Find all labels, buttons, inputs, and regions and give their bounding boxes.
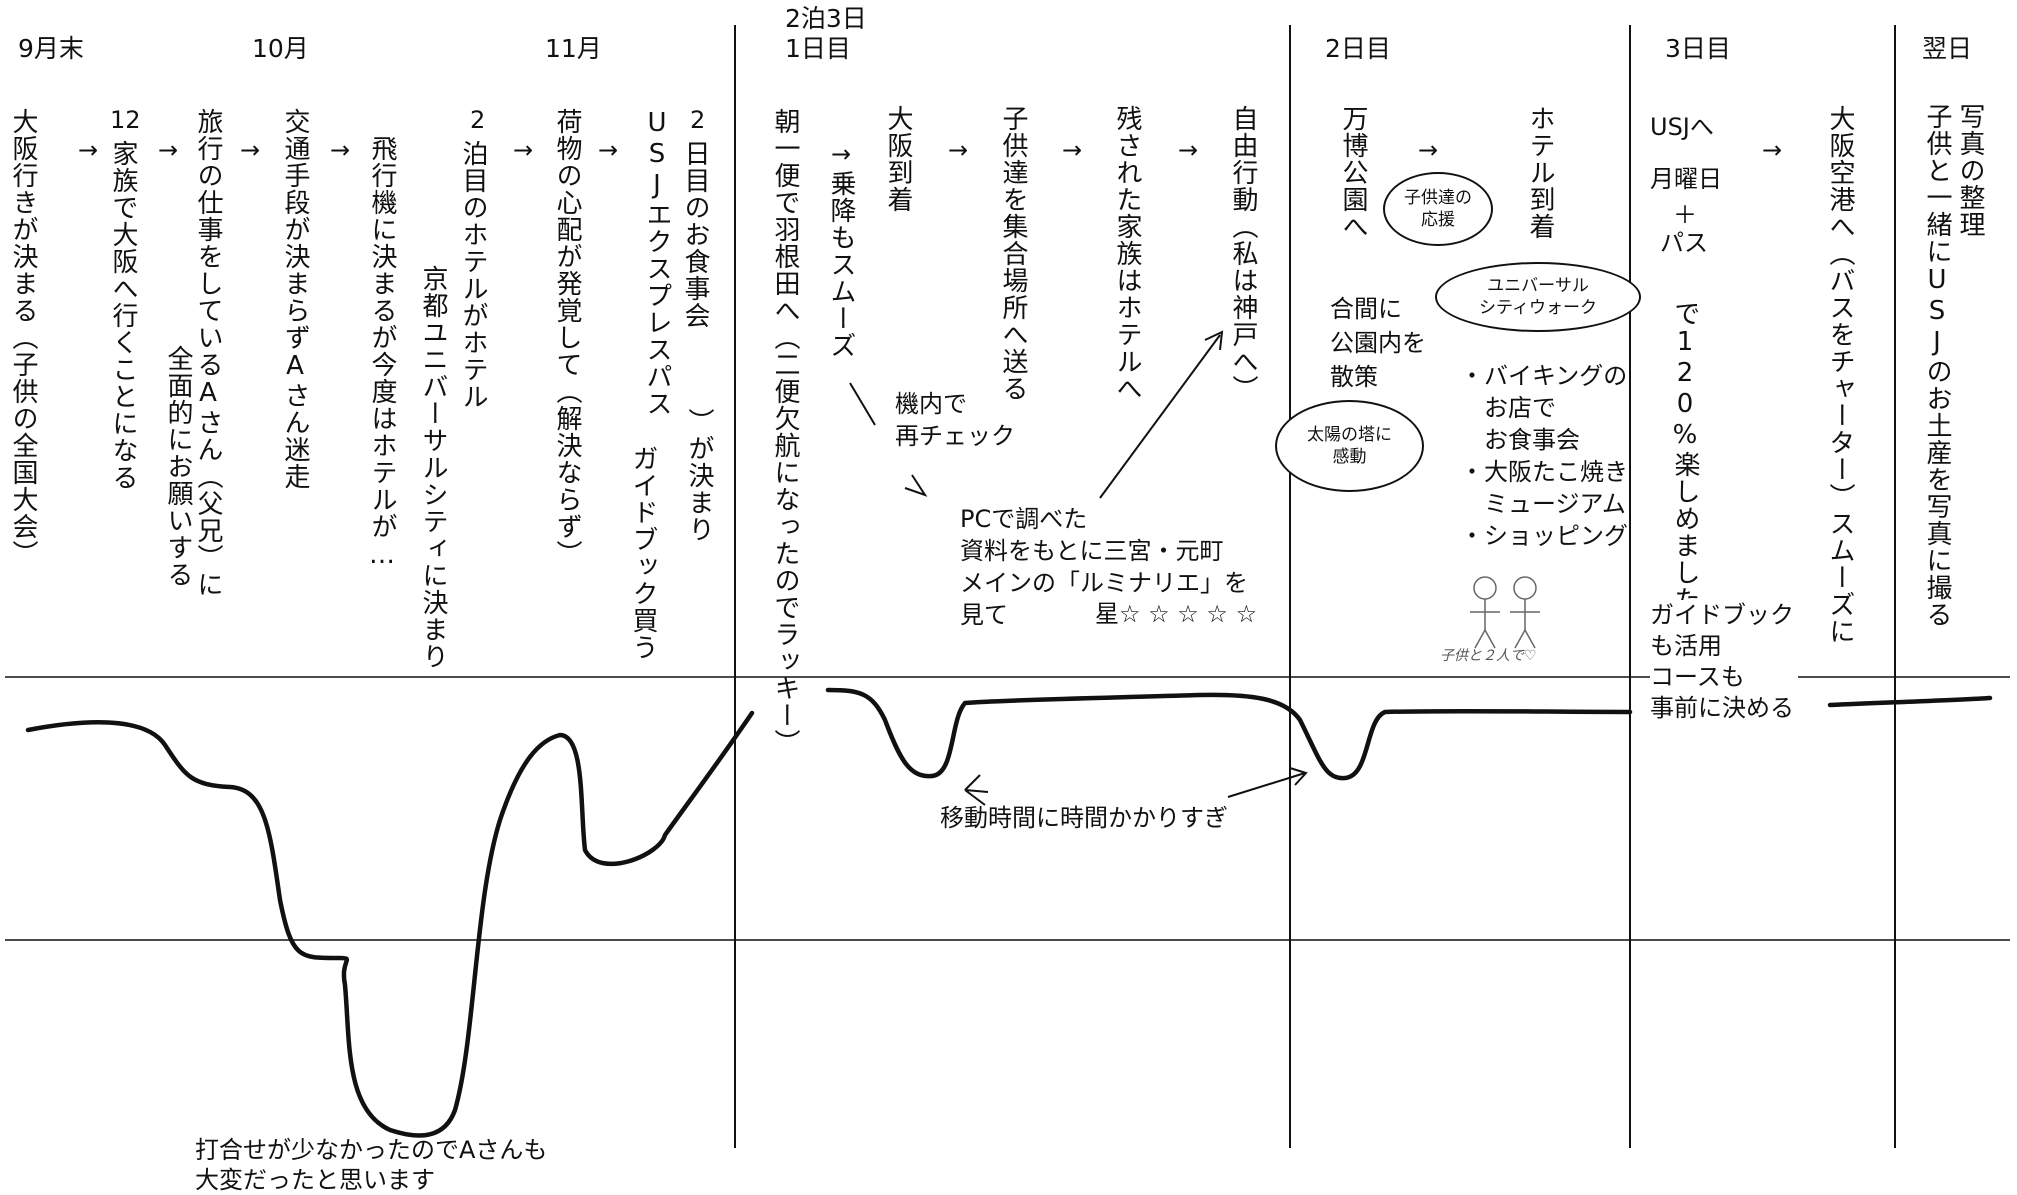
day1-step-2: 乗降もスムーズ <box>826 170 856 359</box>
prep-arrow-5: → <box>513 136 534 164</box>
day3-enjoyed: で120%楽しめました。 <box>1670 300 1700 640</box>
curve-note-travel-time: 移動時間に時間かかりすぎ <box>940 804 1228 832</box>
day1-note-plane: 機内で 再チェック <box>895 390 1015 450</box>
day2-step-2: ホテル到着 <box>1525 105 1555 240</box>
header-november: 11月 <box>545 34 602 63</box>
day1-note-pc: PCで調べた 資料をもとに三宮・元町 メインの「ルミナリエ」を 見て <box>960 505 1248 629</box>
arrow-plane <box>849 382 876 426</box>
prep-arrow-6: → <box>598 136 619 164</box>
day1-step-1: 朝一便で羽根田へ（二便欠航になったのでラッキー） <box>770 108 800 756</box>
arrow-kobe-head <box>1204 330 1224 351</box>
bubble-tower-of-sun: 太陽の塔に 感動 <box>1275 400 1424 492</box>
arrow-plane-head <box>904 474 928 497</box>
prep-step-8-number: 2 <box>690 106 706 134</box>
day2-activity-list: ・バイキングの お店で お食事会 ・大阪たこ焼き ミュージアム ・ショッピング <box>1460 362 1628 550</box>
next-step-1: 写真の整理 <box>1955 103 1985 238</box>
prep-step-2: 家族で大阪へ行くことになる <box>108 140 138 491</box>
day2-arrow: → <box>1418 136 1439 164</box>
mood-curve-day1 <box>825 687 1633 781</box>
prep-arrow-3: → <box>240 136 261 164</box>
day3-plus: ＋ <box>1673 201 1697 229</box>
header-october: 10月 <box>252 34 309 63</box>
handwritten-note: 子供と２人で♡ <box>1440 648 1537 664</box>
day1-arrow: → <box>827 140 855 169</box>
day1-arrow-2: → <box>948 136 969 164</box>
prep-step-5: 飛行機に決まるが今度はホテルが… <box>367 135 397 571</box>
header-day1: 1日目 <box>785 34 851 63</box>
bubble-support-kids: 子供達の 応援 <box>1383 172 1493 246</box>
day3-arrow: → <box>1762 136 1783 164</box>
day3-airport: 大阪空港へ（バスをチャーター）スムーズに <box>1825 105 1855 645</box>
day1-arrow-3: → <box>1062 136 1083 164</box>
prep-step-8: 日目のお食事会 <box>680 140 710 329</box>
header-day3: 3日目 <box>1665 34 1731 63</box>
day3-guidebook-note: ガイドブック も活用 コースも 事前に決める <box>1650 600 1798 724</box>
day1-step-6: 自由行動（私は神戸へ） <box>1228 105 1258 402</box>
arrow-kobe <box>1099 334 1221 499</box>
prep-step-1: 大阪行きが決まる（子供の全国大会） <box>8 108 38 567</box>
prep-step-3: 旅行の仕事をしているAさん（父兄）に <box>193 108 223 598</box>
prep-step-8-guidebook: ガイドブック買う <box>628 445 658 661</box>
day2-park-walk: 合間に 公園内を 散策 <box>1330 295 1426 391</box>
prep-step-3-cont: 全面的にお願いする <box>163 345 193 588</box>
mood-curve-day3 <box>1827 695 1993 708</box>
day1-step-4: 子供達を集合場所へ送る <box>998 105 1028 402</box>
header-next-day: 翌日 <box>1922 34 1973 63</box>
mood-curve <box>25 710 755 1138</box>
prep-step-6-cont: 京都ユニバーサルシティに決まり <box>418 265 448 670</box>
prep-step-7: 荷物の心配が発覚して（解決ならず） <box>552 108 582 567</box>
day1-arrow-4: → <box>1178 136 1199 164</box>
bubble-city-walk: ユニバーサル シティウォーク <box>1435 262 1641 332</box>
prep-step-2-number: 12 <box>110 106 141 134</box>
prep-arrow-1: → <box>78 136 99 164</box>
prep-arrow-4: → <box>330 136 351 164</box>
arrow-time-right-head <box>1289 767 1308 786</box>
prep-arrow-2: → <box>158 136 179 164</box>
day3-pass: パス <box>1660 229 1708 257</box>
arrow-time-right <box>1227 772 1306 798</box>
prep-step-4: 交通手段が決まらずAさん迷走 <box>280 108 310 490</box>
day1-step-5: 残された家族はホテルへ <box>1112 105 1142 402</box>
prep-step-6-number: 2 <box>470 106 486 134</box>
header-trip-length: 2泊3日 <box>785 4 867 33</box>
curve-note-meetings: 打合せが少なかったのでAさんも 大変だったと思います <box>195 1136 548 1194</box>
day1-step-3: 大阪到着 <box>883 105 913 213</box>
day1-star-rating: 星☆ ☆ ☆ ☆ ☆ <box>1095 600 1258 628</box>
prep-step-6: 泊目のホテルがホテル <box>458 140 488 410</box>
header-day2: 2日目 <box>1325 34 1391 63</box>
day3-usj: USJへ <box>1650 113 1714 141</box>
prep-step-8-decided: ）が決まり <box>684 408 714 543</box>
next-step-2: 子供と一緒にUSJのお土産を写真に撮る <box>1922 103 1952 628</box>
prep-step-8-pass: USJエクスプレスパス <box>642 108 672 417</box>
day2-step-1: 万博公園へ <box>1338 105 1368 240</box>
stick-figures-drawing <box>1470 576 1540 649</box>
arrow-time-left <box>964 774 989 806</box>
day3-monday: 月曜日 <box>1650 165 1722 193</box>
header-sep-end: 9月末 <box>18 34 84 63</box>
